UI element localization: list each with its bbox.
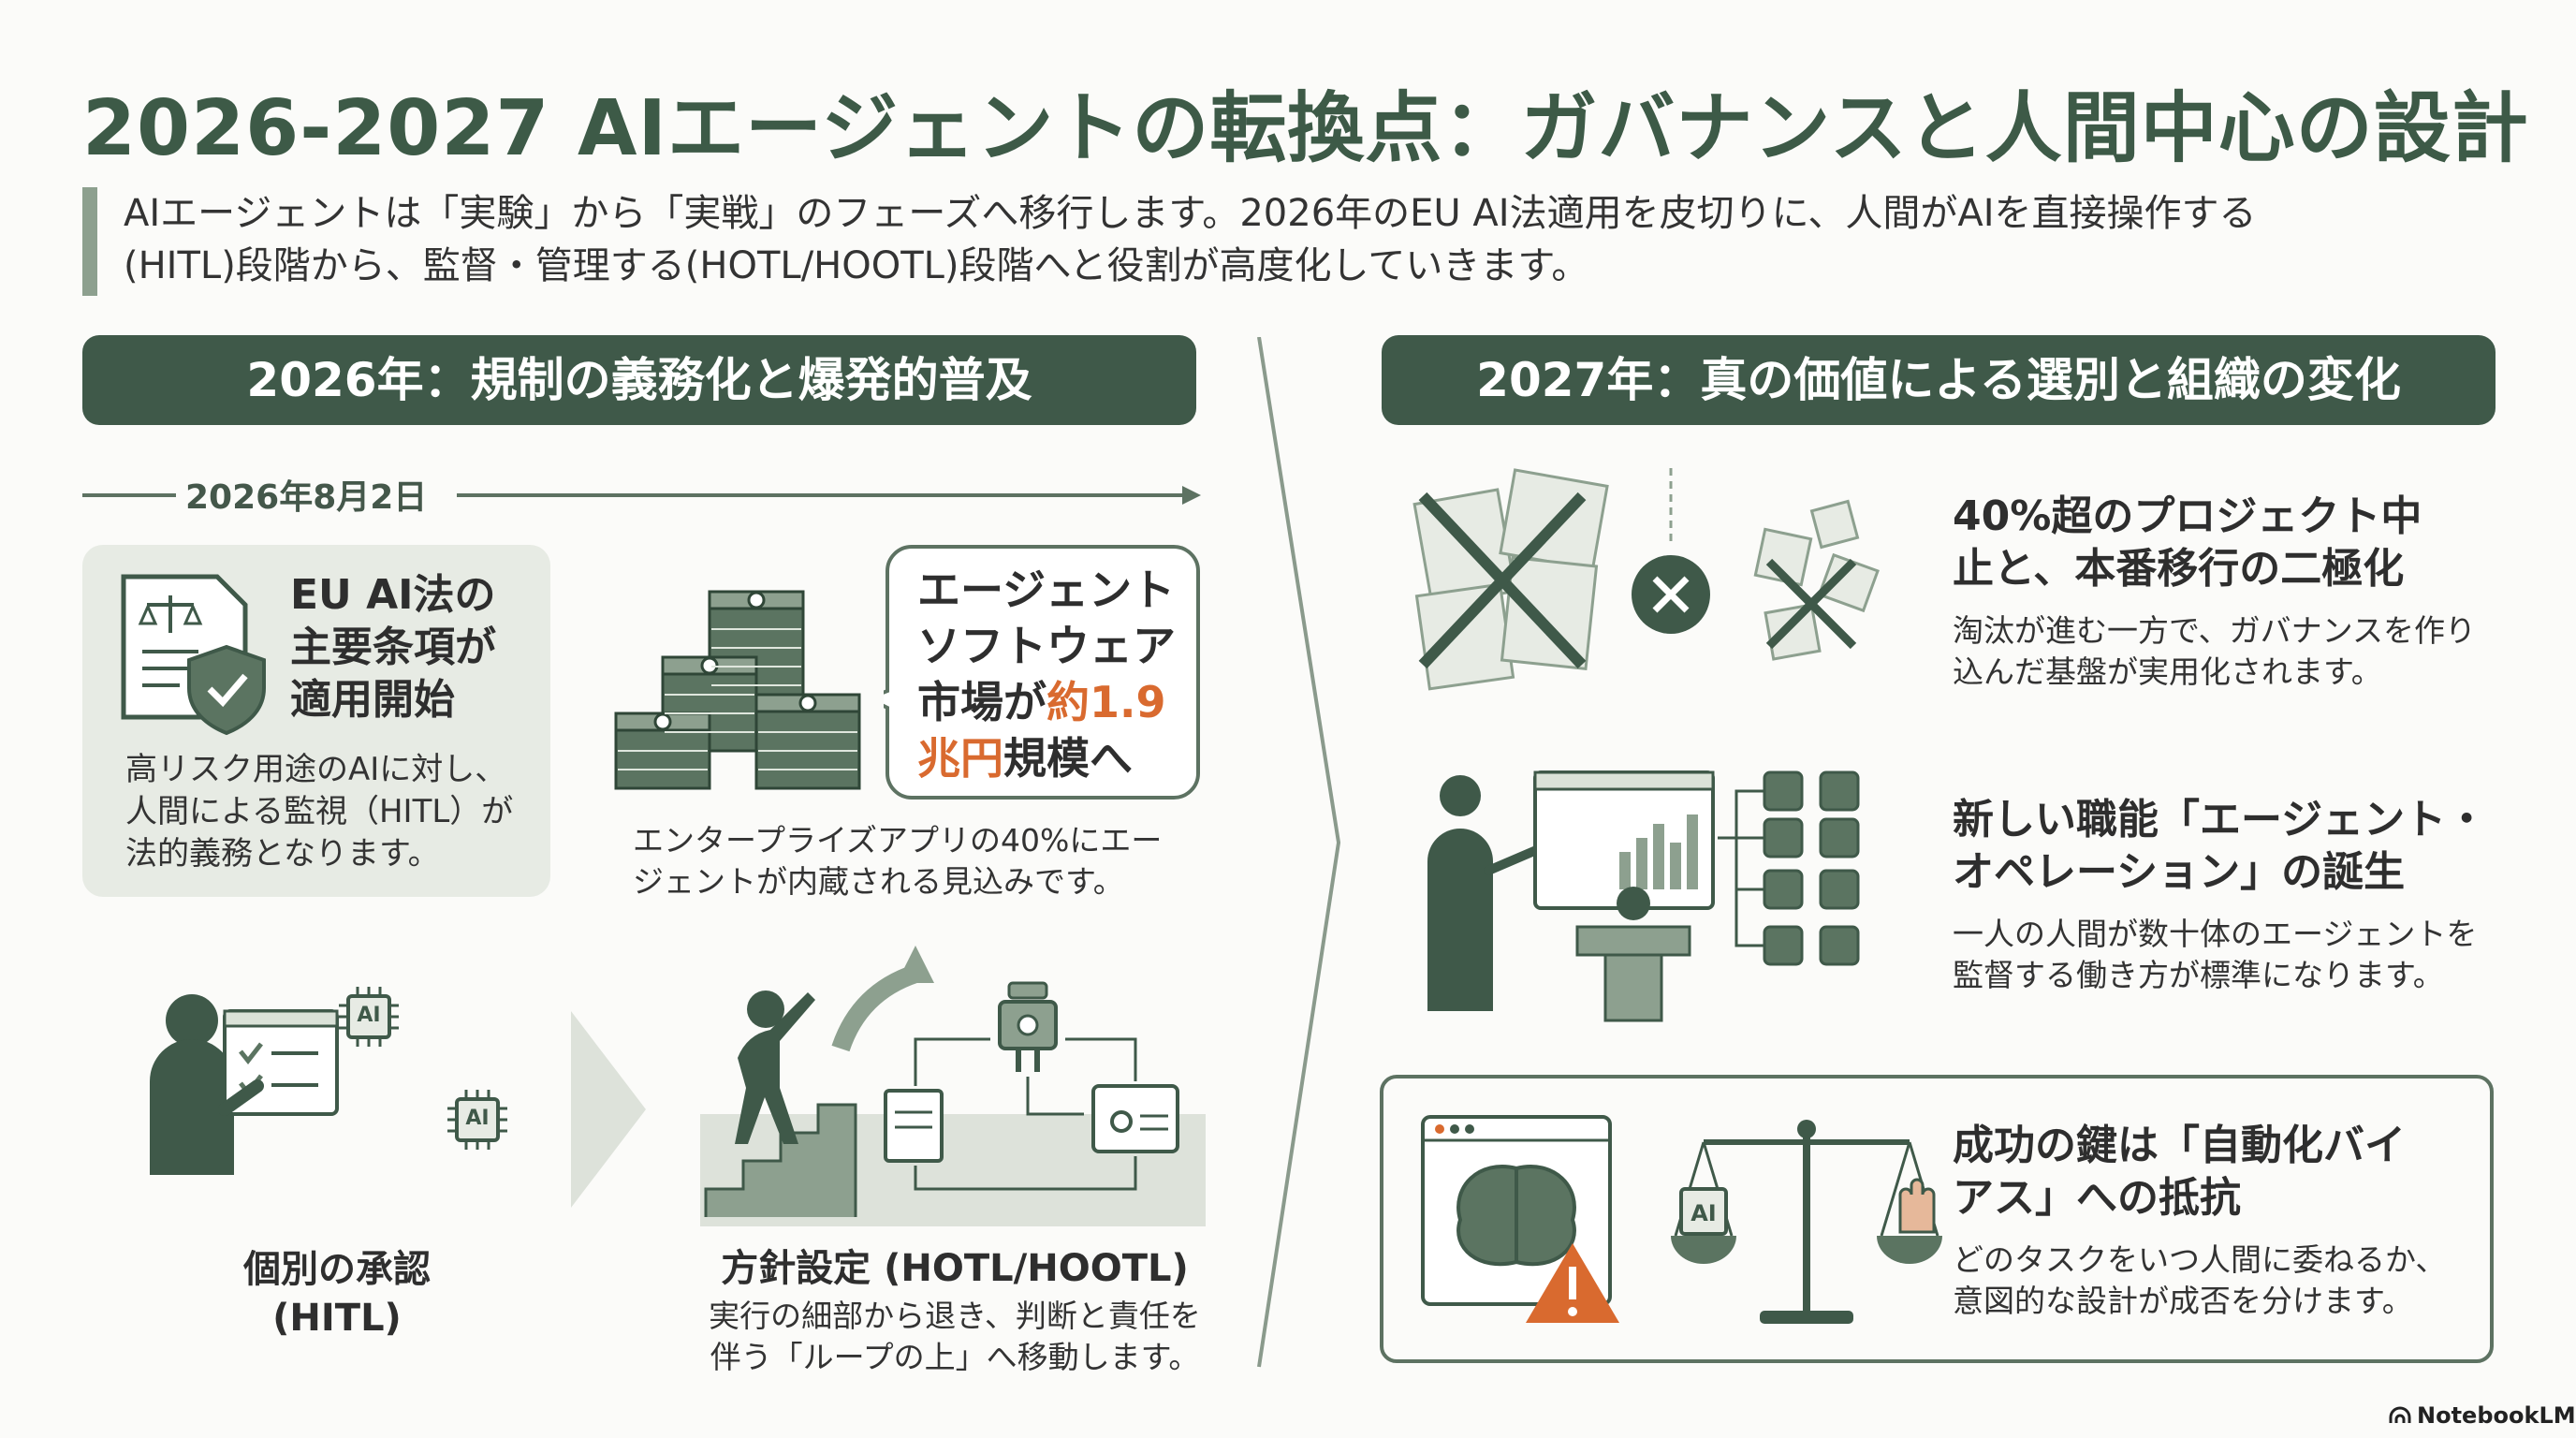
- page-title: 2026-2027 AIエージェントの転換点：ガバナンスと人間中心の設計: [82, 84, 2529, 173]
- automation-bias-card: [1380, 1075, 2494, 1363]
- balance-scale-icon: [1671, 1120, 1942, 1324]
- market-bubble-line: エージェント: [917, 565, 1176, 615]
- market-bubble-line: 市場が約1.9: [917, 674, 1189, 730]
- legal-document-icon: [121, 574, 266, 736]
- item1-body-line: 淘汰が進む一方で、ガバナンスを作り: [1953, 612, 2477, 649]
- section-header-2027: 2027年：真の価値による選別と組織の変化: [1382, 335, 2496, 425]
- cancelled-projects-icon: [1412, 468, 1880, 691]
- item1-title: 40%超のプロジェクト中 止と、本番移行の二極化: [1953, 491, 2514, 595]
- item1-body-line: 込んだ基盤が実用化されます。: [1953, 653, 2382, 690]
- hotl-body-line: 伴う「ループの上」へ移動します。: [710, 1339, 1200, 1375]
- item2-body-line: 監督する働き方が標準になります。: [1953, 957, 2444, 993]
- section-header-2026: 2026年：規制の義務化と爆発的普及: [82, 335, 1196, 425]
- timeline-date: 2026年8月2日: [185, 478, 428, 517]
- item1-title-line: 40%超のプロジェクト中: [1953, 492, 2422, 540]
- intro-line-2: (HITL)段階から、監督・管理する(HOTL/HOOTL)段階へと役割が高度化…: [124, 244, 1589, 287]
- item3-title-line: 成功の鍵は「自動化バイ: [1953, 1122, 2406, 1169]
- eu-card-title-line: EU AI法の: [290, 571, 496, 619]
- timeline-line: [82, 486, 1201, 505]
- ai-chip-graphic: [447, 1090, 507, 1150]
- market-caption-line: ジェントが内蔵される見込みです。: [633, 863, 1124, 900]
- market-caption: エンタープライズアプリの40%にエー ジェントが内蔵される見込みです。: [633, 820, 1213, 902]
- notebooklm-brand: NotebookLM: [2389, 1402, 2576, 1431]
- item1-title-line: 止と、本番移行の二極化: [1953, 545, 2405, 593]
- money-stacks-icon: [614, 590, 861, 790]
- market-caption-line: エンタープライズアプリの40%にエー: [633, 822, 1163, 858]
- item2-title: 新しい職能「エージェント・ オペレーション」の誕生: [1953, 794, 2533, 899]
- ai-chip-label: AI: [465, 1107, 490, 1130]
- market-speech-bubble: [884, 545, 1200, 800]
- eu-card-body-line: 人間による監視（HITL）が: [125, 793, 514, 830]
- climbing-oversight-icon: [700, 946, 1206, 1226]
- item3-body-line: どのタスクをいつ人間に委ねるか、: [1953, 1241, 2447, 1278]
- eu-card-title-line: 主要条項が: [290, 624, 496, 671]
- person-approving-icon: [150, 994, 339, 1175]
- market-bubble-fragment: 市場が: [917, 677, 1046, 727]
- item3-title: 成功の鍵は「自動化バイ アス」への抵抗: [1953, 1120, 2477, 1225]
- item1-body: 淘汰が進む一方で、ガバナンスを作り 込んだ基盤が実用化されます。: [1953, 610, 2514, 693]
- ai-chip-icon: AI: [335, 983, 402, 1050]
- eu-card-body-line: 高リスク用途のAIに対し、: [125, 751, 507, 788]
- transition-arrow-icon: [571, 1011, 646, 1208]
- ai-chip-icon: AI: [444, 1086, 511, 1153]
- hitl-label-line: (HITL): [272, 1297, 402, 1340]
- item2-body: 一人の人間が数十体のエージェントを 監督する働き方が標準になります。: [1953, 914, 2514, 996]
- notebooklm-logo-icon: [2389, 1406, 2411, 1423]
- intro-accent-bar: [82, 187, 97, 296]
- ai-chip-label: AI: [357, 1004, 381, 1027]
- intro-line-1: AIエージェントは「実験」から「実戦」のフェーズへ移行します。2026年のEU …: [124, 192, 2257, 235]
- market-bubble-line: ソフトウェア: [917, 621, 1176, 671]
- brand-name: NotebookLM: [2417, 1402, 2576, 1429]
- hotl-body-line: 実行の細部から退き、判断と責任を: [709, 1298, 1201, 1334]
- item2-title-line: オペレーション」の誕生: [1953, 848, 2406, 896]
- hitl-label: 個別の承認 (HITL): [150, 1245, 524, 1343]
- eu-card-title: EU AI法の 主要条項が 適用開始: [290, 569, 543, 726]
- brain-warning-icon: [1421, 1115, 1619, 1323]
- item3-body: どのタスクをいつ人間に委ねるか、 意図的な設計が成否を分けます。: [1953, 1240, 2477, 1322]
- market-bubble-fragment: 規模へ: [1003, 733, 1133, 784]
- hotl-body: 実行の細部から退き、判断と責任を 伴う「ループの上」へ移動します。: [683, 1296, 1226, 1378]
- market-size-unit: 兆円: [917, 733, 1003, 784]
- intro-paragraph: AIエージェントは「実験」から「実戦」のフェーズへ移行します。2026年のEU …: [124, 187, 2501, 292]
- eu-card-title-line: 適用開始: [290, 676, 455, 724]
- section-divider: [1257, 337, 1341, 1368]
- item2-title-line: 新しい職能「エージェント・: [1953, 796, 2488, 844]
- item3-title-line: アス」への抵抗: [1953, 1174, 2241, 1222]
- market-bubble-text: エージェント ソフトウェア 市場が約1.9 兆円規模へ: [917, 562, 1189, 786]
- item3-body-line: 意図的な設計が成否を分けます。: [1953, 1283, 2413, 1319]
- hitl-label-line: 個別の承認: [243, 1248, 431, 1291]
- ai-chip-graphic: [339, 987, 399, 1047]
- market-bubble-line: 兆円規模へ: [917, 730, 1189, 786]
- hotl-title: 方針設定 (HOTL/HOOTL): [721, 1247, 1189, 1290]
- item2-body-line: 一人の人間が数十体のエージェントを: [1953, 916, 2478, 952]
- eu-card-body: 高リスク用途のAIに対し、 人間による監視（HITL）が 法的義務となります。: [125, 749, 537, 875]
- agent-operations-icon: [1427, 770, 1860, 1022]
- eu-card-body-line: 法的義務となります。: [125, 835, 440, 873]
- ai-chip-label: AI: [1690, 1200, 1717, 1226]
- market-size-figure: 約1.9: [1046, 677, 1166, 727]
